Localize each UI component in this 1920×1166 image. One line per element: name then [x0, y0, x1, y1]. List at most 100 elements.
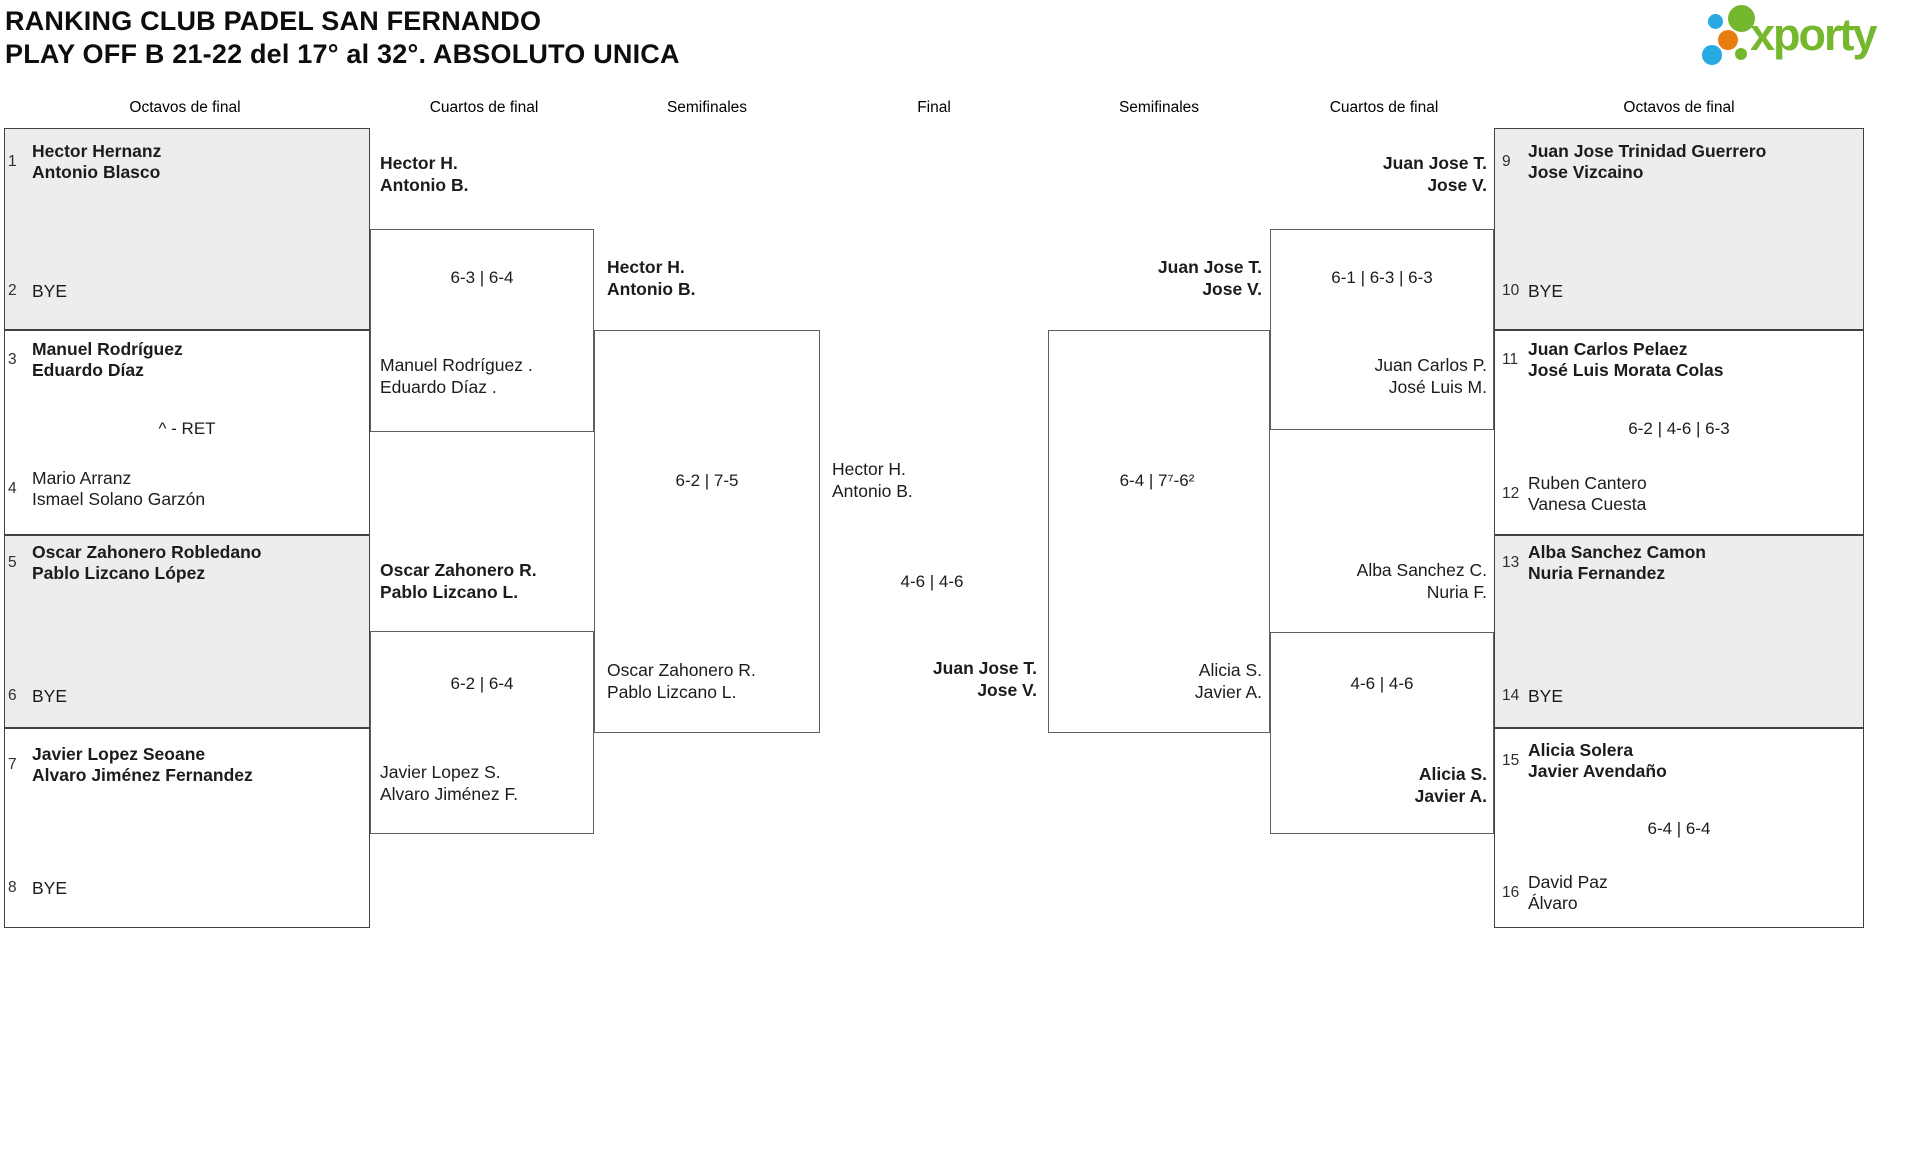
xporty-logo[interactable]: xporty: [1690, 2, 1915, 68]
team-entry-seed-3: 3 Manuel Rodríguez Eduardo Díaz: [8, 339, 183, 380]
match-box-octavos-7-8: [4, 728, 370, 928]
player-line: Alicia Solera: [1528, 740, 1634, 760]
player-line: Alicia S.: [1418, 764, 1487, 784]
player-line: Hector H.: [380, 153, 458, 173]
player-line: Manuel Rodríguez: [32, 339, 183, 359]
player-line: Álvaro: [1528, 892, 1578, 913]
player-line: Mario Arranz: [32, 468, 132, 488]
player-line: Antonio B.: [607, 279, 696, 300]
player-line: Eduardo Díaz: [32, 359, 144, 380]
match-box-semi-right: [1048, 330, 1270, 733]
team-entry-seed-11: 11 Juan Carlos Pelaez José Luis Morata C…: [1502, 339, 1723, 380]
match-box-octavos-5-6: [4, 535, 370, 728]
seed-number: 13: [1502, 553, 1520, 571]
round-header-semis-left: Semifinales: [666, 99, 748, 116]
match-score-octavos-15-16: 6-4 | 6-4: [1647, 819, 1711, 838]
player-line: Pablo Lizcano L.: [380, 582, 519, 603]
semi-right-loser: Alicia S. Javier A.: [1195, 659, 1262, 704]
round-header-cuartos-left: Cuartos de final: [429, 99, 539, 116]
logo-dot-blue-small: [1708, 14, 1723, 29]
match-box-octavos-3-4: [4, 330, 370, 535]
player-line: Hector H.: [832, 459, 906, 479]
cuartos-right-2-loser: Alba Sanchez C. Nuria F.: [1357, 559, 1487, 604]
player-line: Juan Jose T.: [932, 658, 1037, 678]
cuartos-left-1-loser: Manuel Rodríguez . Eduardo Díaz .: [380, 354, 533, 399]
player-line: Juan Carlos P.: [1374, 355, 1487, 375]
match-score-cuartos-left-1: 6-3 | 6-4: [450, 268, 514, 287]
match-score-semi-right: 6-4 | 7⁷-6²: [1119, 471, 1195, 490]
seed-number: 4: [8, 479, 17, 497]
match-box-semi-left: [594, 330, 820, 733]
seed-number: 1: [8, 152, 17, 170]
page-title: RANKING CLUB PADEL SAN FERNANDO PLAY OFF…: [5, 5, 680, 71]
match-box-octavos-15-16: [1494, 728, 1864, 928]
team-entry-seed-1: 1 Hector Hernanz Antonio Blasco: [8, 141, 161, 182]
team-entry-seed-16: 16 David Paz Álvaro: [1502, 872, 1608, 913]
player-line: Oscar Zahonero R.: [607, 660, 756, 680]
player-line: Oscar Zahonero Robledano: [32, 542, 262, 562]
match-box-cuartos-right-2: [1270, 632, 1494, 834]
final-team-top: Hector H. Antonio B.: [832, 458, 913, 503]
match-score-final: 4-6 | 4-6: [900, 572, 964, 591]
player-line: Nuria Fernandez: [1528, 562, 1666, 583]
match-box-cuartos-left-1: [370, 229, 594, 432]
player-line: Eduardo Díaz .: [380, 377, 497, 398]
seed-number: 16: [1502, 883, 1520, 901]
player-line: Javier Avendaño: [1528, 760, 1667, 781]
team-entry-seed-12: 12 Ruben Cantero Vanesa Cuesta: [1502, 473, 1647, 514]
match-score-cuartos-right-1: 6-1 | 6-3 | 6-3: [1331, 268, 1433, 287]
cuartos-left-2-loser: Javier Lopez S. Alvaro Jiménez F.: [380, 761, 518, 806]
player-line: Juan Carlos Pelaez: [1528, 339, 1688, 359]
cuartos-right-1-winner: Juan Jose T. Jose V.: [1383, 152, 1487, 197]
player-line: Ismael Solano Garzón: [32, 488, 206, 509]
team-entry-seed-13: 13 Alba Sanchez Camon Nuria Fernandez: [1502, 542, 1706, 583]
player-line: Juan Jose T.: [1157, 257, 1262, 277]
seed-number: 14: [1502, 687, 1520, 705]
player-line: Jose V.: [1202, 279, 1262, 300]
logo-dot-green-large: [1728, 5, 1755, 32]
player-line: Jose V.: [977, 680, 1037, 701]
player-line: Antonio B.: [832, 481, 913, 502]
player-line: Oscar Zahonero R.: [380, 560, 537, 580]
round-header-final: Final: [917, 99, 951, 116]
semi-left-loser: Oscar Zahonero R. Pablo Lizcano L.: [607, 659, 756, 704]
match-score-octavos-3-4: ^ - RET: [158, 419, 216, 438]
seed-number: 6: [8, 687, 17, 705]
player-line: Javier Lopez Seoane: [32, 744, 206, 764]
player-line: Javier A.: [1194, 682, 1262, 703]
player-line: Alvaro Jiménez F.: [380, 784, 519, 805]
player-line: BYE: [32, 878, 68, 898]
seed-number: 5: [8, 553, 17, 571]
team-entry-seed-9: 9 Juan Jose Trinidad Guerrero Jose Vizca…: [1502, 141, 1766, 182]
logo-dot-green-small: [1735, 48, 1747, 60]
player-line: Nuria F.: [1426, 582, 1487, 603]
match-box-cuartos-right-1: [1270, 229, 1494, 430]
match-box-octavos-9-10: [1494, 128, 1864, 330]
player-line: Vanesa Cuesta: [1528, 493, 1647, 514]
logo-dot-blue-large: [1702, 45, 1722, 65]
cuartos-right-2-winner: Alicia S. Javier A.: [1415, 763, 1487, 808]
logo-dot-orange: [1718, 30, 1738, 50]
player-line: Pablo Lizcano López: [32, 562, 206, 583]
round-header-cuartos-right: Cuartos de final: [1329, 99, 1439, 116]
player-line: José Luis M.: [1388, 377, 1487, 398]
team-entry-seed-4: 4 Mario Arranz Ismael Solano Garzón: [8, 468, 205, 509]
player-line: David Paz: [1528, 872, 1608, 892]
match-score-semi-left: 6-2 | 7-5: [675, 471, 739, 490]
player-line: Hector Hernanz: [32, 141, 162, 161]
player-line: Juan Jose Trinidad Guerrero: [1528, 141, 1767, 161]
team-entry-seed-5: 5 Oscar Zahonero Robledano Pablo Lizcano…: [8, 542, 261, 583]
team-entry-seed-10: 10 BYE: [1502, 281, 1563, 302]
match-box-octavos-13-14: [1494, 535, 1864, 728]
match-score-cuartos-left-2: 6-2 | 6-4: [450, 674, 514, 693]
team-entry-seed-7: 7 Javier Lopez Seoane Alvaro Jiménez Fer…: [8, 744, 253, 785]
seed-number: 3: [8, 350, 17, 368]
match-box-octavos-1-2: [4, 128, 370, 330]
seed-number: 7: [8, 755, 17, 773]
player-line: Juan Jose T.: [1382, 153, 1487, 173]
match-box-cuartos-left-2: [370, 631, 594, 834]
player-line: BYE: [32, 281, 68, 301]
seed-number: 8: [8, 879, 17, 897]
team-entry-seed-6: 6 BYE: [8, 686, 67, 707]
